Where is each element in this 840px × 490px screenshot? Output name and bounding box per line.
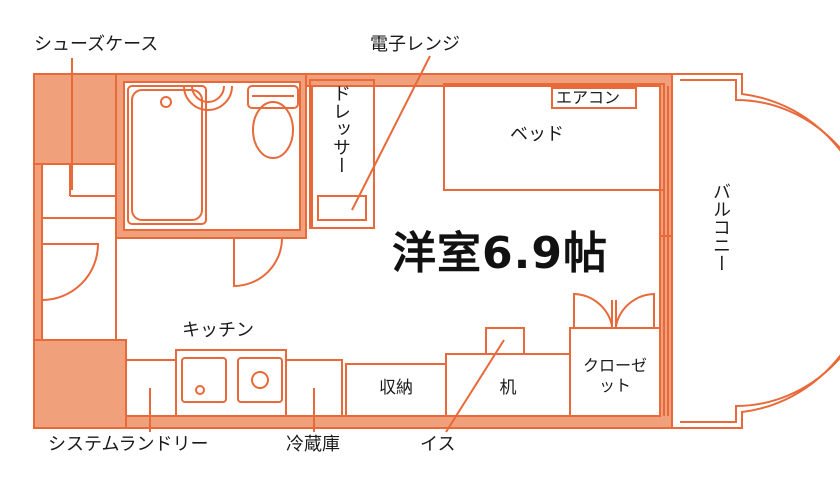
balcony-inner [680,79,840,423]
balcony-label: バルコニー [710,182,731,272]
bath-door [233,237,283,288]
entrance-floor [41,163,117,341]
dresser-label: ドレッサー [330,84,351,174]
closet-door-left [573,292,613,328]
laundry-label: システムランドリー [48,434,209,455]
closet-door-right [615,292,655,328]
kitchen-label: キッチン [182,320,254,341]
balcony-shape [672,73,840,429]
shoe-case-label: シューズケース [34,34,159,55]
basin-inner [191,85,225,103]
chair-leader [445,339,505,433]
dresser-cabinet [309,79,375,229]
toilet-bowl [252,101,294,159]
left-wall-strip [33,163,43,341]
bed-label: ベッド [510,124,564,145]
kitchen-counter [175,349,287,417]
closet-label: クローゼット [582,356,647,395]
entry-door [41,243,100,301]
room-title: 洋室6.9帖 [392,228,608,279]
desk-label: 机 [499,378,517,398]
chair-box [485,327,525,355]
drain [160,96,172,108]
bathroom-inner [123,81,301,231]
microwave-leader [351,55,431,211]
left-wall-top [33,73,117,165]
microwave-label: 電子レンジ [370,34,460,55]
aircon-box [551,87,637,109]
chair-label: イス [420,434,456,455]
stove [237,357,283,403]
toilet-tank [247,85,299,109]
aircon-label: エアコン [556,88,621,107]
left-wall-bottom [33,339,127,429]
basin [183,85,233,111]
microwave-box [317,195,367,221]
bathtub-inner [131,89,203,221]
fridge-label: 冷蔵庫 [286,434,340,455]
bathtub [127,85,207,225]
sink-left [181,357,227,403]
storage-label: 収納 [379,378,413,398]
